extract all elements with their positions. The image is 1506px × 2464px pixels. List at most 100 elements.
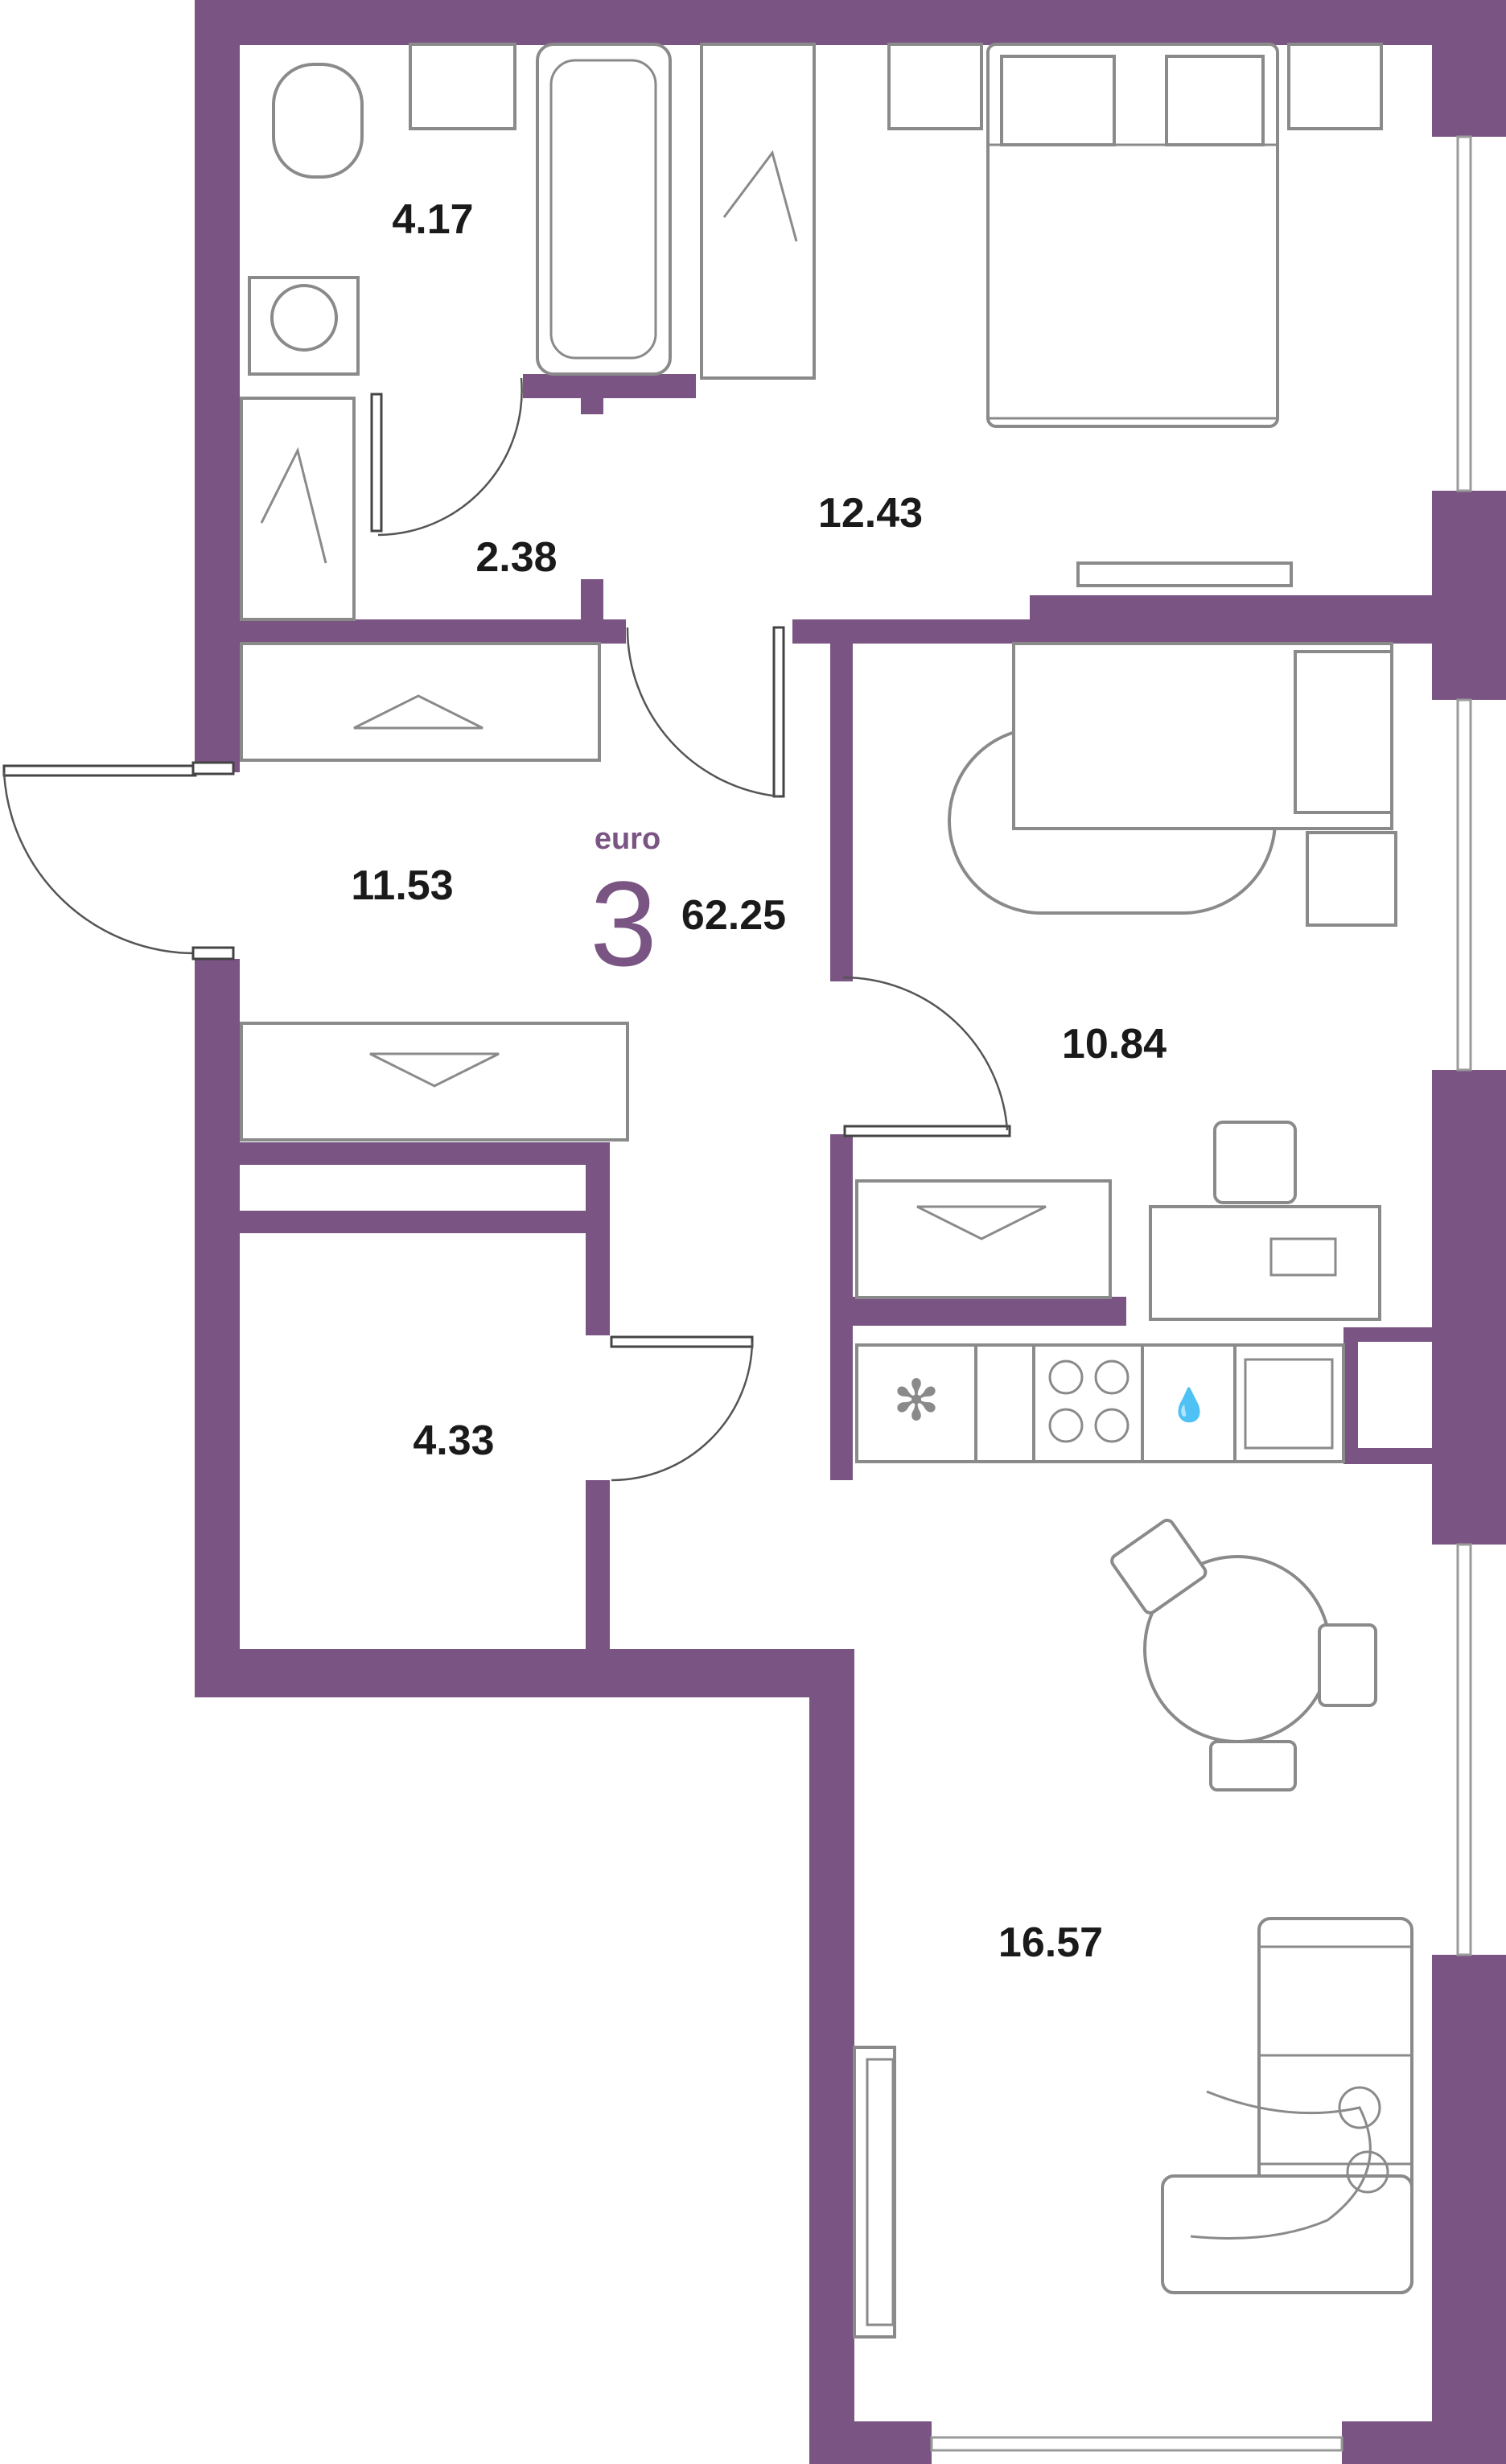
entrance-door-swing xyxy=(2,771,196,955)
wall-bath-bottom-right-upper xyxy=(586,1142,610,1335)
fridge xyxy=(855,1343,977,1463)
window-kitchen xyxy=(1456,1543,1472,1956)
apartment-rooms-count: 3 xyxy=(590,856,656,991)
hanger-icon-1 xyxy=(353,694,483,730)
bath-top-door xyxy=(370,393,383,533)
windows xyxy=(930,135,1472,2452)
area-kitchen-living: 16.57 xyxy=(998,1919,1103,1966)
wall-left-lower xyxy=(195,959,240,1697)
wall-top xyxy=(195,0,1506,45)
area-bathroom-top: 4.17 xyxy=(392,196,473,243)
wall-bottom-right-1 xyxy=(809,2421,932,2464)
tv xyxy=(866,2058,895,2326)
wall-bath-bottom-right-lower xyxy=(586,1480,610,1665)
bath-top-door-swing xyxy=(377,377,523,537)
bathtub-top-inner xyxy=(549,59,657,360)
wardrobe-corridor xyxy=(240,397,356,621)
wall-kitchen-right-box-inner xyxy=(1358,1342,1432,1448)
snowflake-icon: ✻ xyxy=(893,1368,940,1434)
wall-bottom-left xyxy=(195,1649,854,1697)
tv-unit xyxy=(853,2046,896,2339)
wall-bath-top-bottom xyxy=(523,374,696,398)
bedroom-door-swing xyxy=(626,627,780,798)
hanger-icon-3 xyxy=(916,1205,1047,1240)
area-bathroom-bottom: 4.33 xyxy=(413,1417,494,1464)
hanger-icon-2 xyxy=(369,1052,500,1088)
wall-right-1 xyxy=(1432,0,1506,137)
nightstand-children xyxy=(1306,831,1397,927)
wall-right-2 xyxy=(1432,491,1506,700)
burner-1 xyxy=(1048,1360,1084,1395)
burner-3 xyxy=(1048,1408,1084,1443)
walls xyxy=(195,0,1506,2464)
wardrobe-hall-bottom xyxy=(240,1022,629,1142)
person-head-2 xyxy=(1346,2150,1389,2194)
wardrobe-children xyxy=(855,1179,1112,1299)
washer-top-drum xyxy=(270,284,338,352)
wall-right-4 xyxy=(1432,1955,1506,2464)
chair-children xyxy=(1213,1121,1297,1204)
pillow-right xyxy=(1165,55,1265,146)
kitchen-sink-basin xyxy=(1244,1358,1334,1450)
wall-children-bottom xyxy=(830,1297,1126,1326)
entrance-jamb-top xyxy=(191,761,235,775)
pillow-children xyxy=(1294,650,1393,814)
bath-bottom-door xyxy=(610,1335,754,1348)
furniture: ✻ 💧 xyxy=(240,43,1413,2339)
counter xyxy=(974,1343,1035,1463)
doors xyxy=(2,377,1011,1482)
wall-bottom-vertical xyxy=(809,1649,854,2464)
dining-chair-2 xyxy=(1318,1623,1377,1707)
apartment-type-label: euro xyxy=(595,822,660,856)
dining-chair-3 xyxy=(1209,1740,1297,1791)
window-children xyxy=(1456,698,1472,1072)
toilet-top xyxy=(272,63,364,179)
water-drop-icon: 💧 xyxy=(1169,1386,1209,1424)
labels: 4.17 2.38 12.43 11.53 10.84 4.33 16.57 e… xyxy=(351,196,1167,1966)
entrance-door xyxy=(2,764,197,777)
stove xyxy=(1032,1343,1144,1463)
wall-bath-top-stub xyxy=(581,374,603,414)
hanger-icon-4 xyxy=(722,150,798,242)
children-door-swing xyxy=(842,976,1009,1131)
monitor-children xyxy=(1269,1237,1337,1277)
wall-bath-bottom-top xyxy=(240,1142,610,1165)
apartment-total-area: 62.25 xyxy=(681,892,786,939)
window-bedroom xyxy=(1456,135,1472,492)
nightstand-right xyxy=(1287,43,1383,130)
sink-top xyxy=(409,43,516,130)
wall-right-3 xyxy=(1432,1070,1506,1545)
wall-children-left-upper xyxy=(830,636,853,981)
kitchen-sink xyxy=(1233,1343,1345,1463)
hanger-icon-5 xyxy=(260,446,327,564)
area-bedroom: 12.43 xyxy=(818,490,923,537)
bedroom-door xyxy=(772,626,785,798)
window-living-bottom xyxy=(930,2436,1343,2452)
burner-2 xyxy=(1094,1360,1130,1395)
pillow-left xyxy=(1000,55,1116,146)
wall-bedroom-bottom-thick xyxy=(1030,595,1432,644)
people-icon xyxy=(1190,2090,1372,2240)
wall-left-upper xyxy=(195,0,240,772)
wall-bath-bottom-top2 xyxy=(240,1211,610,1233)
sofa-seat-2 xyxy=(1257,2054,1413,2166)
wall-kitchen-right-box-bottom xyxy=(1343,1448,1432,1464)
wardrobe-bedroom xyxy=(700,43,816,380)
bathtub-top xyxy=(536,43,672,376)
children-door xyxy=(843,1125,1011,1137)
nightstand-left xyxy=(887,43,983,130)
burner-4 xyxy=(1094,1408,1130,1443)
sofa-corner xyxy=(1161,2174,1413,2294)
wardrobe-hall-top xyxy=(240,642,601,762)
counter-2 xyxy=(1141,1343,1236,1463)
bath-bottom-door-swing xyxy=(611,1341,754,1482)
wall-hall-top xyxy=(240,619,626,644)
wall-bottom-right-2 xyxy=(1342,2421,1506,2464)
tv-stand-bedroom xyxy=(1076,561,1293,587)
desk-children xyxy=(1149,1205,1381,1321)
dining-chair-1 xyxy=(1110,1518,1208,1615)
person-head-1 xyxy=(1338,2086,1381,2129)
bed-blanket xyxy=(986,143,1279,420)
area-children-room: 10.84 xyxy=(1062,1021,1167,1067)
